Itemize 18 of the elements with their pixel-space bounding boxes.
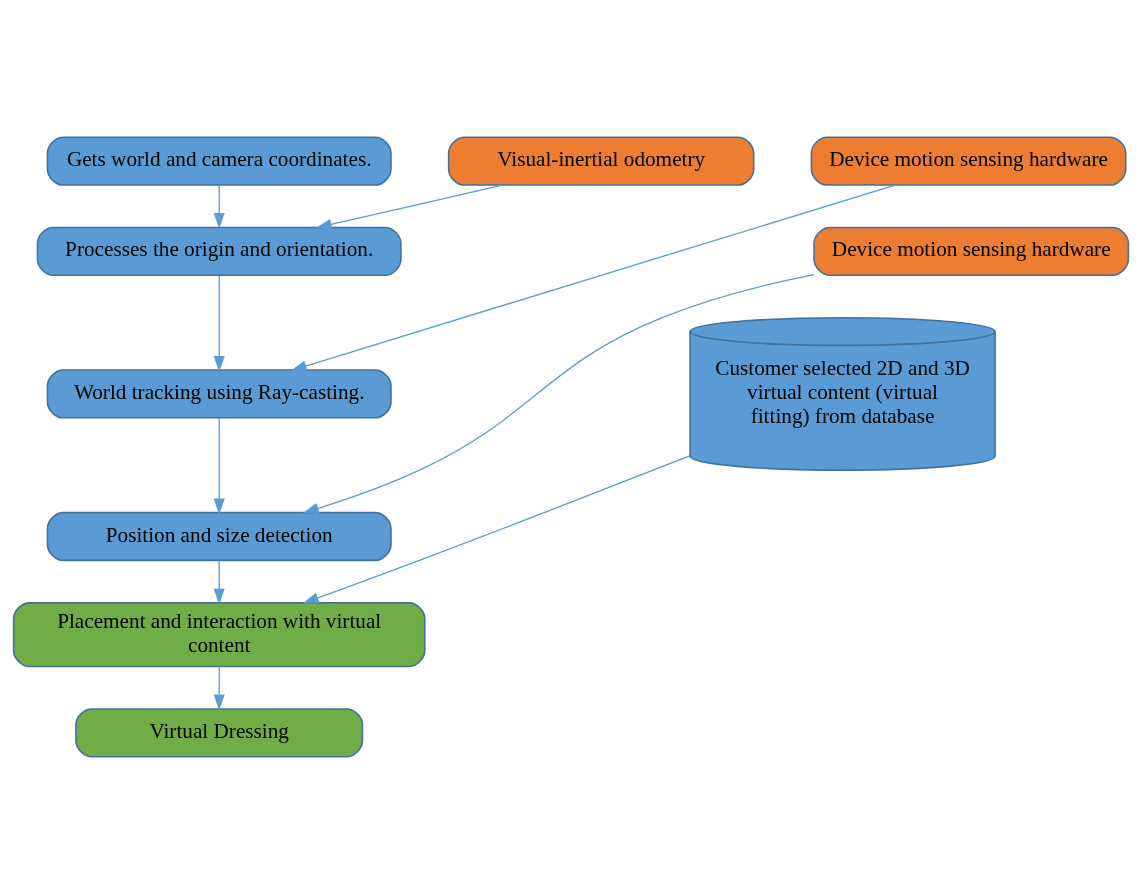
node-box: Device motion sensing hardware — [810, 136, 1127, 186]
node-box: Device motion sensing hardware — [813, 226, 1130, 276]
arrow — [213, 559, 225, 605]
node-box: Placement and interaction with virtual content — [12, 601, 426, 667]
arrow — [302, 454, 691, 603]
node-box: Processes the origin and orientation. — [36, 226, 402, 276]
arrow — [213, 665, 225, 710]
arrow — [302, 273, 815, 514]
arrow — [315, 184, 503, 230]
node-box: Gets world and camera coordinates. — [46, 136, 392, 186]
node-box: Position and size detection — [46, 511, 392, 561]
arrow — [213, 417, 225, 515]
node-box: World tracking using Ray-casting. — [46, 368, 392, 419]
node-box: Virtual Dressing — [75, 707, 364, 757]
arrow — [213, 274, 225, 372]
arrow — [290, 183, 896, 371]
arrow — [213, 184, 225, 229]
node-box: Visual-inertial odometry — [447, 136, 755, 186]
